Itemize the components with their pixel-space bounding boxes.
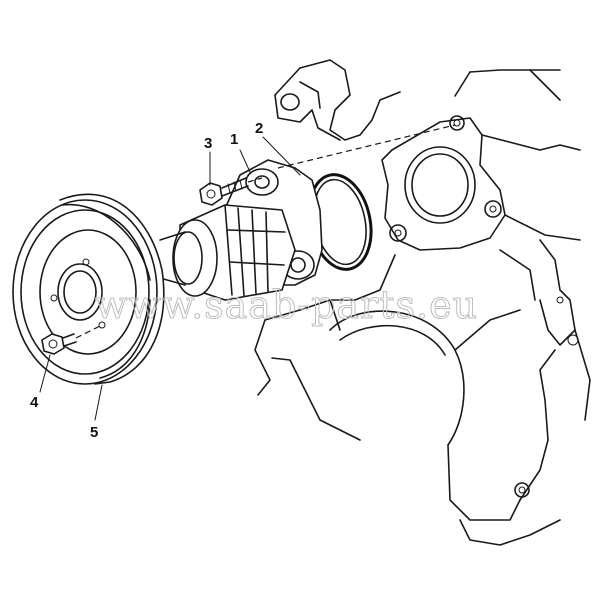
watermark-text: www.saab-parts.eu (95, 283, 478, 327)
callout-4: 4 (30, 394, 39, 411)
callout-leaders (39, 136, 301, 421)
engine-block (254, 59, 591, 546)
callout-5: 5 (90, 424, 98, 441)
water-pump-housing (159, 159, 323, 301)
bolt-part-4 (41, 333, 77, 355)
callout-3: 3 (204, 135, 212, 152)
callout-1: 1 (230, 131, 238, 148)
alignment-lines (75, 124, 456, 339)
callout-2: 2 (255, 120, 263, 137)
